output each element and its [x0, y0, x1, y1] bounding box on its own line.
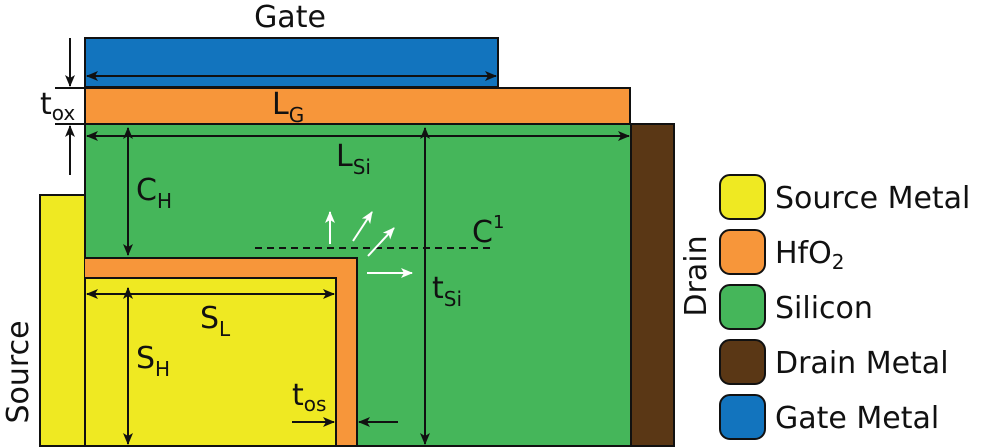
tos-label: tos	[292, 378, 326, 416]
gate-metal-region	[84, 37, 499, 88]
source-oxide-vertical	[336, 258, 357, 446]
drain-metal-region	[630, 123, 675, 447]
source-label: Source	[1, 320, 36, 423]
legend-item: Source Metal	[719, 174, 970, 220]
legend-label-drain-metal: Drain Metal	[775, 346, 949, 381]
sl-label: SL	[200, 301, 231, 341]
legend-swatch-source-metal	[719, 174, 766, 220]
legend-swatch-gate-metal	[719, 394, 766, 440]
lg-label: LG	[272, 87, 304, 127]
carrier-arrow-diag-2	[367, 227, 395, 257]
source-oxide-horizontal	[85, 258, 357, 278]
legend-swatch-hfo2	[719, 229, 766, 275]
tox-label: tox	[40, 87, 75, 125]
gate-oxide-region	[84, 87, 631, 125]
legend-label-gate-metal: Gate Metal	[775, 401, 939, 436]
source-oxide-outline	[85, 257, 358, 446]
tsi-label: tSi	[432, 271, 462, 311]
c1-label: C1	[472, 212, 504, 250]
source-metal-outer	[39, 194, 86, 447]
legend-label-silicon: Silicon	[775, 291, 873, 326]
lsi-label: LSi	[336, 139, 371, 179]
ch-label: CH	[136, 173, 172, 213]
legend-item: HfO2	[719, 229, 844, 275]
sh-label: SH	[136, 341, 170, 381]
legend-label-source-metal: Source Metal	[775, 181, 970, 216]
legend-item: Silicon	[719, 284, 873, 330]
drain-label: Drain	[679, 235, 714, 316]
legend-swatch-drain-metal	[719, 339, 766, 385]
legend-item: Gate Metal	[719, 394, 939, 440]
carrier-arrow-diag-1	[352, 211, 373, 242]
legend-swatch-silicon	[719, 284, 766, 330]
legend-label-hfo2: HfO2	[775, 236, 844, 274]
gate-title: Gate	[254, 0, 326, 35]
legend-item: Drain Metal	[719, 339, 949, 385]
legend: Source Metal HfO2 Silicon Drain Metal Ga…	[719, 174, 970, 440]
